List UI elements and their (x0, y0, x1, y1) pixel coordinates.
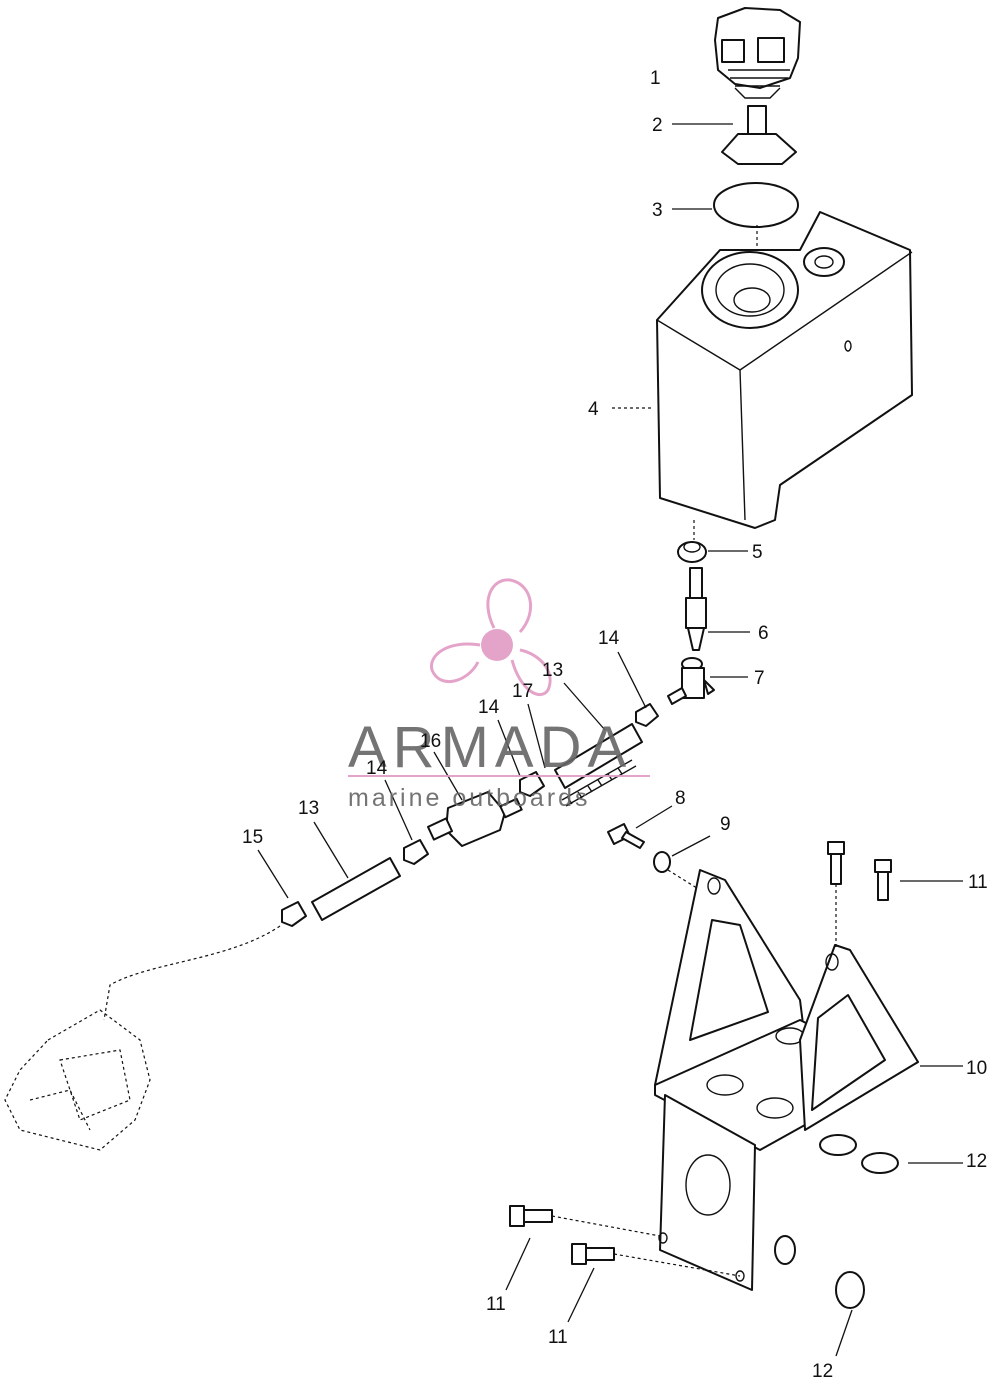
fuel-hose-assembly (103, 703, 659, 1021)
callout-3: 3 (652, 200, 663, 221)
callout-5: 5 (752, 542, 763, 563)
callout-9: 9 (720, 814, 731, 835)
callout-2: 2 (652, 115, 663, 136)
screw-right (874, 859, 892, 901)
callout-labels: 1 2 3 4 5 6 7 8 9 10 11 11 11 12 12 13 1… (242, 68, 988, 1382)
elbow-fitting (667, 657, 715, 705)
grommet (677, 541, 707, 563)
propeller-logo-icon (430, 578, 552, 697)
armada-watermark: ARMADA marine outboards (348, 578, 650, 812)
callout-10: 10 (966, 1058, 987, 1079)
callout-16: 16 (420, 731, 441, 752)
fuel-pump-phantom (4, 1009, 151, 1151)
callout-8: 8 (675, 788, 686, 809)
flat-washer (819, 1134, 857, 1156)
callout-12-right: 12 (966, 1151, 987, 1172)
callout-14-upper: 14 (598, 628, 620, 649)
screw-lower-middle (571, 1243, 615, 1265)
callout-1: 1 (650, 68, 661, 89)
callout-11-lower-middle: 11 (548, 1327, 568, 1348)
callout-13-upper: 13 (542, 660, 563, 681)
callout-4: 4 (588, 399, 599, 420)
mounting-bracket (654, 869, 919, 1291)
callout-11-right: 11 (968, 872, 988, 893)
callout-13-lower: 13 (298, 798, 319, 819)
oil-tank (656, 211, 913, 529)
flat-washer (835, 1271, 865, 1309)
callout-11-lower-left: 11 (486, 1294, 506, 1315)
callout-17: 17 (512, 681, 533, 702)
screw-lower-left (509, 1205, 553, 1227)
callout-15: 15 (242, 827, 263, 848)
watermark-brand: ARMADA (348, 715, 632, 780)
callout-14-middle: 14 (478, 697, 500, 718)
callout-12-bottom: 12 (812, 1361, 833, 1382)
callout-14-lower: 14 (366, 758, 388, 779)
callout-7: 7 (754, 668, 765, 689)
o-ring (713, 182, 799, 228)
callout-6: 6 (758, 623, 769, 644)
pickup-fitting (685, 567, 707, 651)
washer (653, 851, 671, 873)
flat-washer (861, 1152, 899, 1174)
screw-top (827, 841, 845, 885)
watermark-tagline: marine outboards (348, 784, 591, 812)
flat-washer (774, 1235, 796, 1265)
filler-cap (714, 7, 801, 99)
vent-valve (721, 105, 797, 165)
leader-lines (257, 123, 963, 1357)
bolt (607, 823, 645, 849)
